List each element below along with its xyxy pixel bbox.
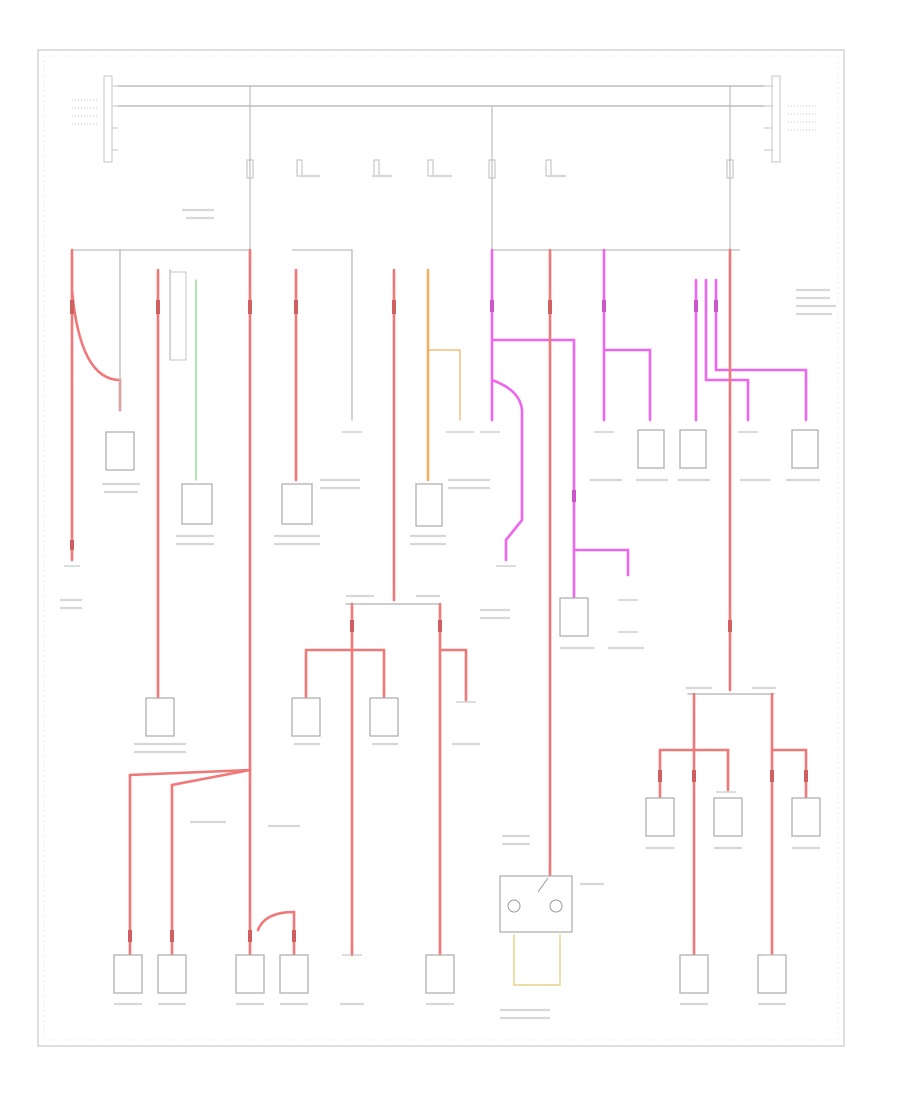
branch-wires [70,248,808,986]
switch-box [499,875,573,933]
fuse-icon [488,159,496,179]
right-connector-block [764,75,816,163]
component-bottom-1 [113,954,143,994]
component-left-low [145,697,175,737]
ground-icons [64,431,782,956]
fuse-icon [726,159,734,179]
component-bottom-4 [279,954,309,994]
component-mid-1 [291,697,321,737]
connector-pins [70,300,808,942]
fuse-icon [545,159,552,177]
component-orange [415,483,443,527]
fuse-icon [296,159,303,177]
component-bottom-2 [157,954,187,994]
component-bottom-6 [679,954,709,994]
connector-pins-pink [490,300,718,502]
fuse-icon [427,159,434,177]
component-right-2 [713,797,743,837]
fuse-icon [246,159,254,179]
component-pink-2 [679,429,707,469]
component-mid-left [281,483,313,525]
diagram-frame [37,49,845,1047]
switch-icon [507,877,563,913]
label-marks [60,174,836,1020]
power-buses [118,85,764,107]
left-connector-block [72,75,118,163]
component-right-3 [791,797,821,837]
component-bottom-7 [757,954,787,994]
component-right-1 [645,797,675,837]
component-green [181,483,213,525]
component-center [559,597,589,637]
component-bottom-5 [425,954,455,994]
diagram-inner-frame [43,55,839,1041]
component-upper-left [105,431,135,471]
component-pink-1 [637,429,665,469]
component-bottom-3 [235,954,265,994]
component-mid-2 [369,697,399,737]
fuse-drops [249,86,731,250]
fuse-icon [373,159,380,177]
components [105,429,821,994]
component-pink-3 [791,429,819,469]
